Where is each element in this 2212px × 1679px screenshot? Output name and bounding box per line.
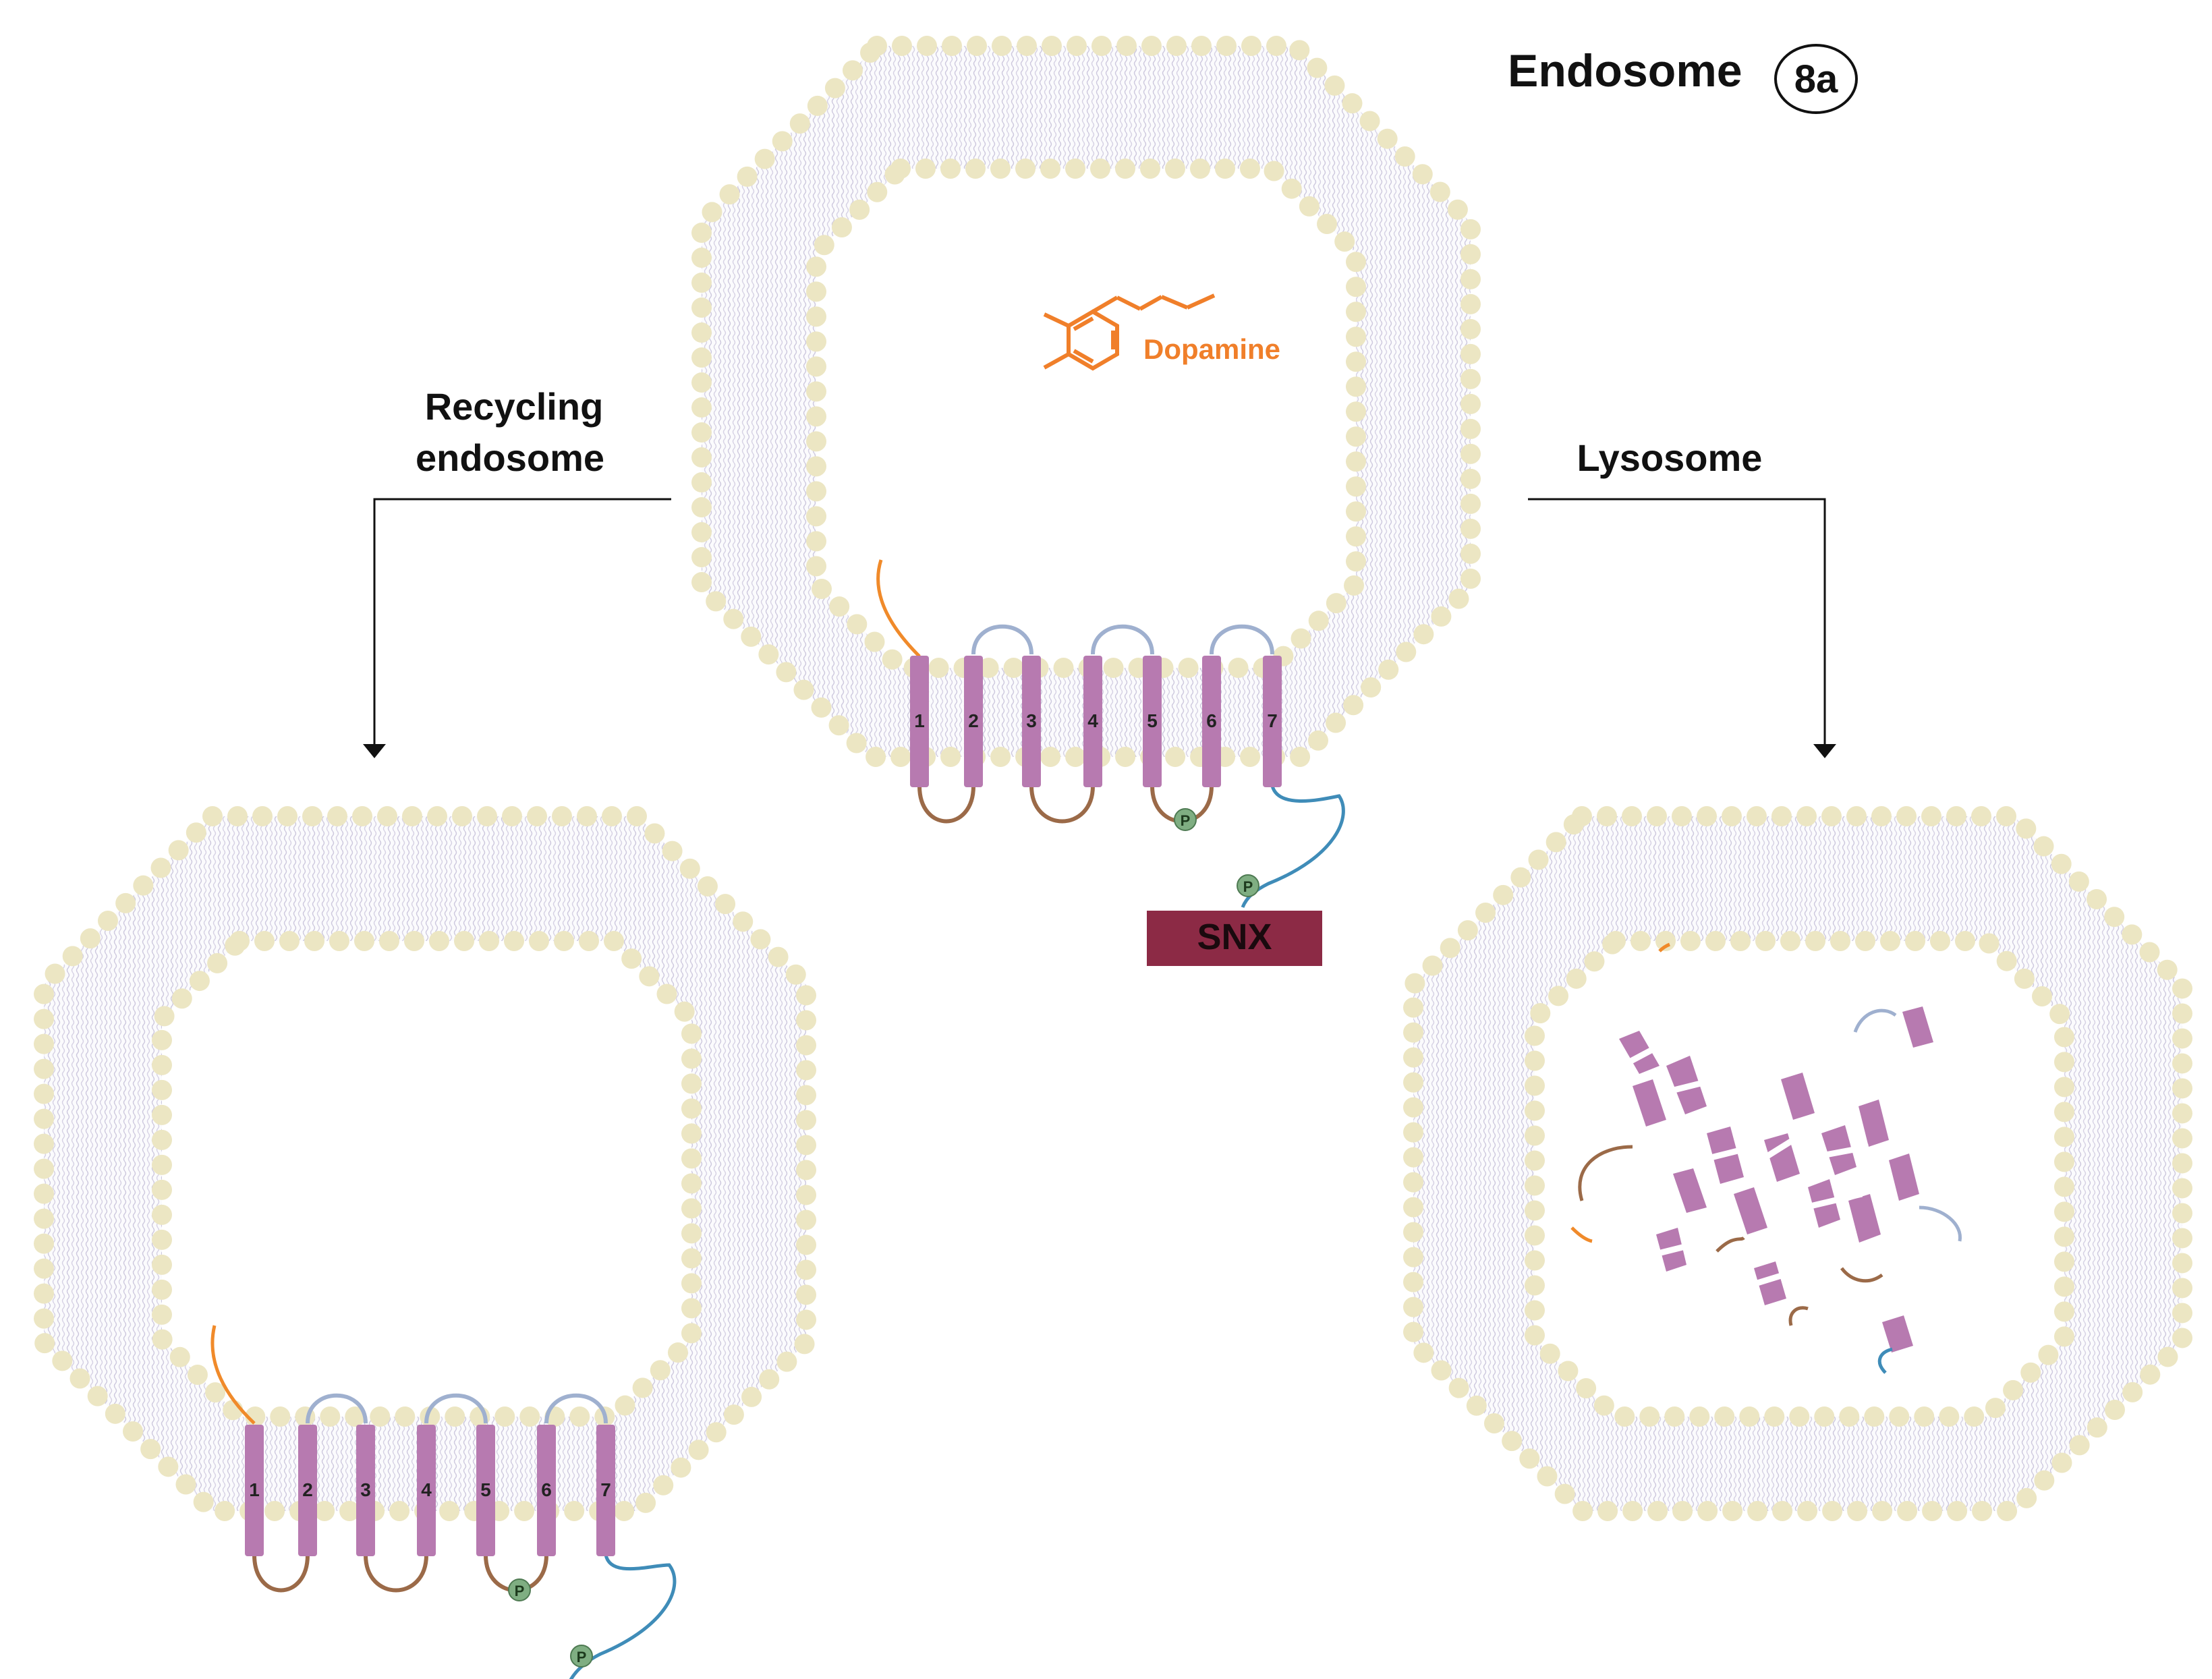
helix-7 (596, 1425, 615, 1556)
receptor-recycling: 1 2 3 4 5 6 7 P P (210, 1325, 677, 1679)
phospho-label: P (1243, 878, 1253, 895)
helix-5 (476, 1425, 495, 1556)
phospho-site: P (1174, 808, 1197, 831)
receptor-top: 1 2 3 4 5 6 7 P P (876, 559, 1345, 909)
helix-label: 7 (600, 1479, 611, 1500)
title-badge-circle (1774, 44, 1858, 114)
helix-label: 1 (914, 710, 925, 731)
helix-label: 1 (249, 1479, 260, 1500)
helix-2 (964, 656, 983, 787)
helix-label: 2 (302, 1479, 313, 1500)
helix-label: 3 (360, 1479, 371, 1500)
helix-label: 3 (1026, 710, 1037, 731)
helix-numbers-recycling: 1 2 3 4 5 6 7 (249, 1479, 611, 1500)
extracellular-loops (971, 624, 1274, 655)
helix-7 (1263, 656, 1282, 787)
intracellular-loops (917, 785, 1214, 824)
membrane-inner-heads-right (1525, 931, 2074, 1427)
helix-fragment (1781, 1073, 1815, 1120)
membrane-outer-heads-left (34, 806, 816, 1521)
helix-fragment (1734, 1187, 1767, 1234)
helix-label: 4 (1087, 710, 1098, 731)
helix-fragment (1848, 1194, 1881, 1243)
helix-6 (537, 1425, 556, 1556)
helix-5 (1143, 656, 1162, 787)
phospho-site: P (1237, 874, 1259, 897)
dopamine-molecule (1043, 293, 1216, 371)
snx-label: SNX (1197, 917, 1272, 957)
membrane-inner-heads-top (806, 159, 1366, 678)
helix-3 (1022, 656, 1041, 787)
phospho-label: P (1181, 812, 1191, 829)
helix-fragment (1754, 1261, 1786, 1305)
recycling-label-line1: Recycling (425, 385, 604, 428)
helix-2 (298, 1425, 317, 1556)
n-terminal-tail (876, 559, 921, 658)
helix-label: 5 (480, 1479, 491, 1500)
degraded-receptor-fragments (1570, 942, 1962, 1374)
helix-1 (910, 656, 929, 787)
helix-numbers-top: 1 2 3 4 5 6 7 (914, 710, 1278, 731)
extracellular-loops (306, 1393, 608, 1424)
arrow-to-recycling (363, 498, 671, 758)
arrow-to-lysosome (1528, 498, 1836, 758)
helix-label: 2 (968, 710, 979, 731)
lysosome (1403, 806, 2192, 1521)
helix-label: 6 (541, 1479, 552, 1500)
helix-fragment (1902, 1006, 1933, 1048)
helix-fragment (1882, 1315, 1913, 1353)
membrane-outer-heads-top (691, 36, 1481, 767)
n-terminal-tail (210, 1325, 256, 1425)
endosome-recycling: 1 2 3 4 5 6 7 P P (34, 806, 816, 1679)
helix-1 (245, 1425, 264, 1556)
phospho-site: P (508, 1578, 531, 1601)
helix-fragment (1673, 1168, 1707, 1213)
figure-title: Endosome 8a (1508, 44, 1858, 114)
membrane-inner-heads-left (152, 931, 702, 1427)
helix-fragment (1889, 1154, 1919, 1201)
endosome-top: Dopamine (691, 36, 1481, 966)
helix-label: 6 (1206, 710, 1217, 731)
helix-3 (356, 1425, 375, 1556)
membrane-outer-heads-right (1403, 806, 2192, 1521)
phospho-label: P (515, 1583, 525, 1599)
helix-label: 5 (1147, 710, 1158, 731)
helix-label: 7 (1267, 710, 1278, 731)
title-badge: 8a (1794, 57, 1838, 101)
helix-6 (1202, 656, 1221, 787)
intracellular-loops (252, 1554, 548, 1593)
helix-fragment (1859, 1100, 1889, 1147)
phospho-site: P (570, 1645, 593, 1668)
helix-fragment (1619, 1031, 1660, 1074)
phospho-label: P (577, 1649, 587, 1666)
helices-recycling (245, 1425, 615, 1556)
lysosome-label: Lysosome (1577, 436, 1763, 479)
helix-4 (1083, 656, 1102, 787)
helix-label: 4 (421, 1479, 432, 1500)
helix-fragment (1764, 1133, 1800, 1182)
snx-protein: SNX (1147, 911, 1322, 966)
helix-fragment (1633, 1079, 1666, 1127)
helices-top (910, 656, 1282, 787)
dopamine-label: Dopamine (1143, 333, 1280, 365)
helix-4 (417, 1425, 436, 1556)
recycling-label-line2: endosome (416, 436, 604, 479)
title-text: Endosome (1508, 45, 1742, 96)
